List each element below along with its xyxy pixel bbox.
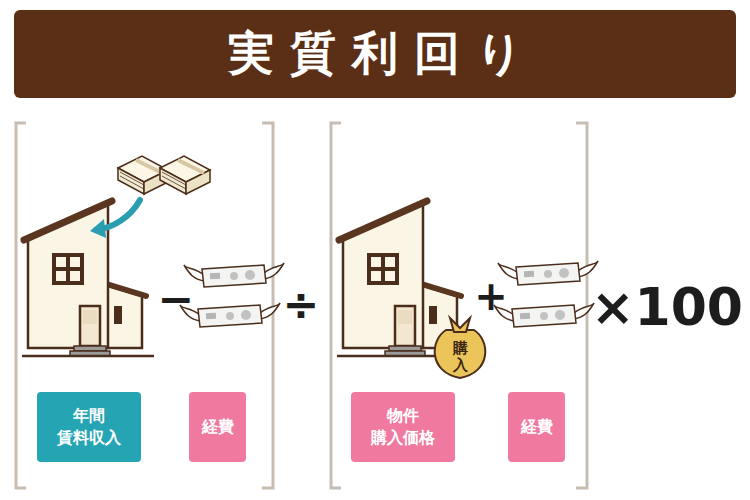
- divide-sign: ÷: [283, 279, 320, 330]
- box-text: 年間 賃料収入: [43, 405, 135, 448]
- bag-label: 購入: [453, 340, 468, 373]
- box-text-group: 経費: [202, 416, 234, 438]
- box-text-group: 経費: [521, 416, 553, 438]
- box-text: 経費: [202, 416, 234, 438]
- label-box: 物件 購入価格: [351, 392, 455, 462]
- label-box: 年間 賃料収入: [37, 392, 141, 462]
- times-hundred: ×100: [591, 277, 743, 337]
- label-box: 経費: [189, 392, 246, 462]
- box-text: 経費: [521, 416, 553, 438]
- minus-sign: −: [158, 273, 195, 324]
- box-text-group: 物件 購入価格: [357, 405, 449, 448]
- title-band: 実質利回り: [14, 10, 736, 98]
- box-text-group: 年間 賃料収入: [43, 405, 135, 448]
- title-text: 実質利回り: [212, 23, 539, 85]
- box-text: 物件 購入価格: [357, 405, 449, 448]
- plus-sign: +: [474, 273, 508, 319]
- label-box: 経費: [508, 392, 565, 462]
